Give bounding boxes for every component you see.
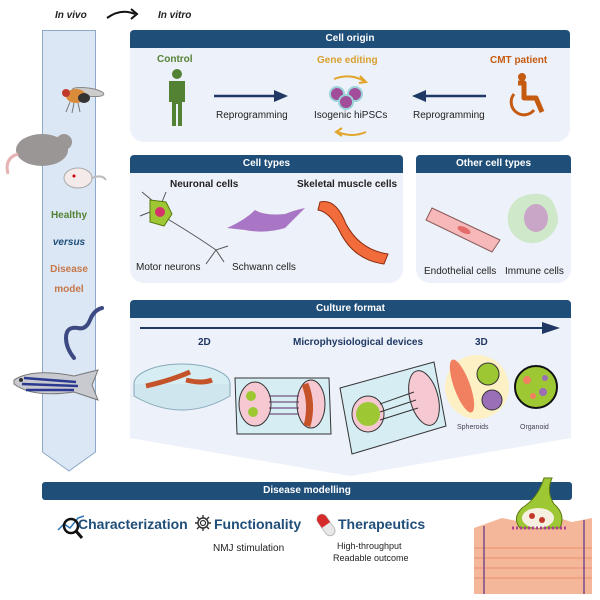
control-label: Control (157, 54, 193, 65)
fruit-fly-icon (62, 86, 105, 114)
gene-editing-label: Gene editing (317, 55, 378, 66)
2d-label: 2D (198, 337, 211, 348)
spheroids-icon (445, 355, 509, 419)
immune-cells-label: Immune cells (505, 266, 564, 277)
arrow-right-icon (214, 90, 288, 102)
in-vivo-label: In vivo (55, 10, 87, 21)
progression-arrow-icon (140, 322, 560, 334)
petri-dish-icon (133, 363, 231, 411)
rat-icon (5, 134, 72, 175)
culture-format-header: Culture format (130, 300, 571, 318)
worm-icon (63, 306, 104, 360)
endothelial-cell-icon (425, 207, 501, 253)
organoid-icon (514, 365, 558, 409)
spheroids-label: Spheroids (457, 424, 489, 431)
arrow-left-icon (412, 90, 486, 102)
characterization-icon (57, 515, 85, 539)
organoid-label: Organoid (520, 424, 549, 431)
zebrafish-icon (13, 369, 99, 401)
schwann-cells-label: Schwann cells (232, 262, 296, 273)
3d-label: 3D (475, 337, 488, 348)
curved-arrow-icon (106, 8, 139, 20)
wheelchair-icon (509, 73, 545, 117)
neuronal-cells-label: Neuronal cells (170, 179, 239, 190)
gene-editing-arrow-bottom (334, 127, 367, 137)
endothelial-cells-label: Endothelial cells (424, 266, 497, 277)
skeletal-muscle-label: Skeletal muscle cells (297, 179, 398, 190)
characterization-label: Characterization (78, 516, 188, 532)
readable-outcome-label: Readable outcome (333, 553, 409, 563)
model-label: model (54, 284, 84, 295)
versus-label: versus (52, 237, 86, 248)
hipsc-cells-icon (329, 86, 363, 110)
mps-device-2-icon (339, 361, 447, 455)
gene-editing-arrow-top (333, 75, 369, 84)
person-icon (169, 69, 185, 126)
skeletal-muscle-icon (317, 200, 389, 265)
motor-neuron-icon (139, 191, 229, 265)
gear-icon (195, 515, 211, 531)
isogenic-label: Isogenic hiPSCs (314, 110, 388, 121)
cell-origin-header: Cell origin (130, 30, 570, 48)
schwann-cell-icon (227, 208, 305, 232)
nmj-illustration (474, 477, 592, 594)
pill-capsule-icon (316, 513, 336, 537)
other-cell-types-header: Other cell types (416, 155, 571, 173)
nmj-stimulation-label: NMJ stimulation (213, 543, 285, 554)
cmt-patient-label: CMT patient (490, 55, 548, 66)
high-throughput-label: High-throughput (337, 541, 402, 551)
immune-cell-icon (507, 193, 558, 244)
disease-modelling-header: Disease modelling (42, 482, 572, 500)
in-vitro-label: In vitro (158, 10, 192, 21)
reprogramming-left-label: Reprogramming (216, 110, 288, 121)
motor-neurons-label: Motor neurons (136, 262, 201, 273)
reprogramming-right-label: Reprogramming (413, 110, 485, 121)
mouse-icon (63, 167, 107, 189)
therapeutics-label: Therapeutics (338, 516, 426, 532)
functionality-label: Functionality (214, 516, 302, 532)
mps-label: Microphysiological devices (293, 337, 424, 348)
healthy-label: Healthy (50, 210, 88, 221)
cell-types-header: Cell types (130, 155, 403, 173)
disease-label: Disease (50, 264, 88, 275)
mps-device-1-icon (234, 377, 332, 435)
